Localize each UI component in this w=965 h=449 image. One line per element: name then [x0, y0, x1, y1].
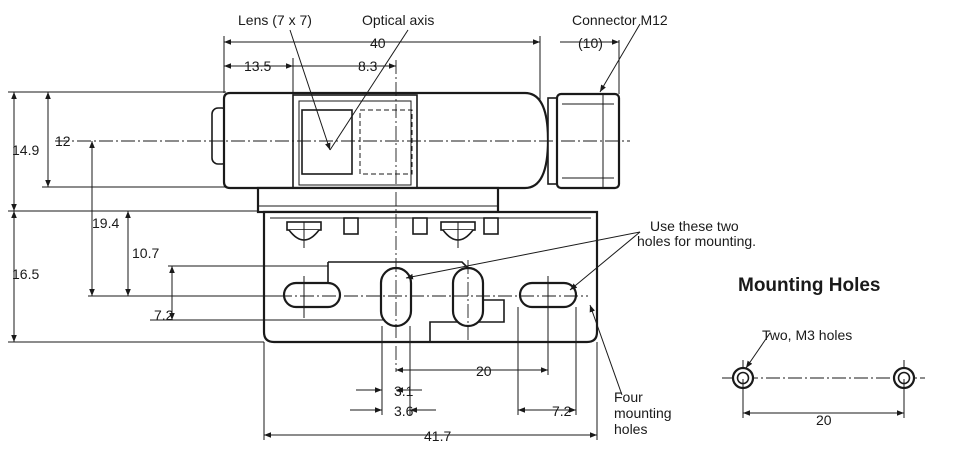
dim-20-mount: 20 [816, 412, 832, 428]
dim-8-3: 8.3 [358, 58, 378, 74]
sensor-body [211, 91, 621, 190]
mounting-holes-detail: Mounting Holes Two, M3 holes 20 [722, 275, 925, 428]
lens-label: Lens (7 x 7) [238, 12, 312, 28]
slot-horizontal-left [282, 281, 342, 309]
dim-40: 40 [370, 35, 386, 51]
sensor-housing [222, 91, 550, 190]
dim-16-5: 16.5 [12, 266, 39, 282]
dim-14-9: 14.9 [12, 142, 39, 158]
four-holes-label-line2: mounting [614, 405, 672, 421]
bracket-plate [262, 210, 599, 344]
dim-20-main: 20 [476, 363, 492, 379]
bracket-top-plate [256, 186, 500, 214]
screw-right [440, 221, 476, 248]
lens-square [301, 109, 353, 175]
leader-lines [289, 23, 641, 396]
connector-label: Connector M12 [572, 12, 668, 28]
bracket-cutout [328, 261, 505, 342]
use-holes-label-line2: holes for mounting. [637, 233, 756, 249]
use-holes-label-line1: Use these two [650, 218, 739, 234]
dim-7-2-bottom: 7.2 [552, 403, 572, 419]
optical-axis-label: Optical axis [362, 12, 434, 28]
use-holes-leader-2 [569, 231, 641, 291]
dim-7-2-left: 7.2 [154, 307, 174, 323]
connector-leader [599, 23, 641, 93]
center-lines [55, 60, 630, 372]
mounting-holes-title: Mounting Holes [738, 275, 880, 296]
tab-left [343, 217, 359, 235]
dim-41-7: 41.7 [424, 428, 451, 444]
dimension-lines [11, 39, 619, 438]
lens-hidden-outline [359, 109, 413, 175]
mounting-bracket [256, 186, 599, 344]
dim-3-6: 3.6 [394, 403, 414, 419]
dim-19-4: 19.4 [92, 215, 119, 231]
four-holes-leader [589, 304, 623, 396]
tab-far-right [483, 217, 499, 235]
lens-window-inner [298, 100, 412, 186]
use-holes-leader-1 [405, 231, 641, 280]
dim-10-7: 10.7 [132, 245, 159, 261]
dimension-values: 40 (10) 13.5 8.3 14.9 12 19.4 10.7 16.5 … [12, 35, 603, 444]
dim-3-1: 3.1 [394, 383, 414, 399]
dim-13-5: 13.5 [244, 58, 271, 74]
callout-labels: Lens (7 x 7) Optical axis Connector M12 … [238, 12, 756, 437]
dim-10: (10) [578, 35, 603, 51]
dim-12: 12 [55, 133, 71, 149]
four-holes-label-line1: Four [614, 389, 643, 405]
two-m3-label: Two, M3 holes [762, 327, 852, 343]
screw-left [286, 221, 322, 248]
optical-axis-leader [329, 29, 409, 151]
four-holes-label-line3: holes [614, 421, 647, 437]
lens-leader [289, 29, 331, 151]
extension-lines [8, 36, 620, 440]
tab-right [412, 217, 428, 235]
